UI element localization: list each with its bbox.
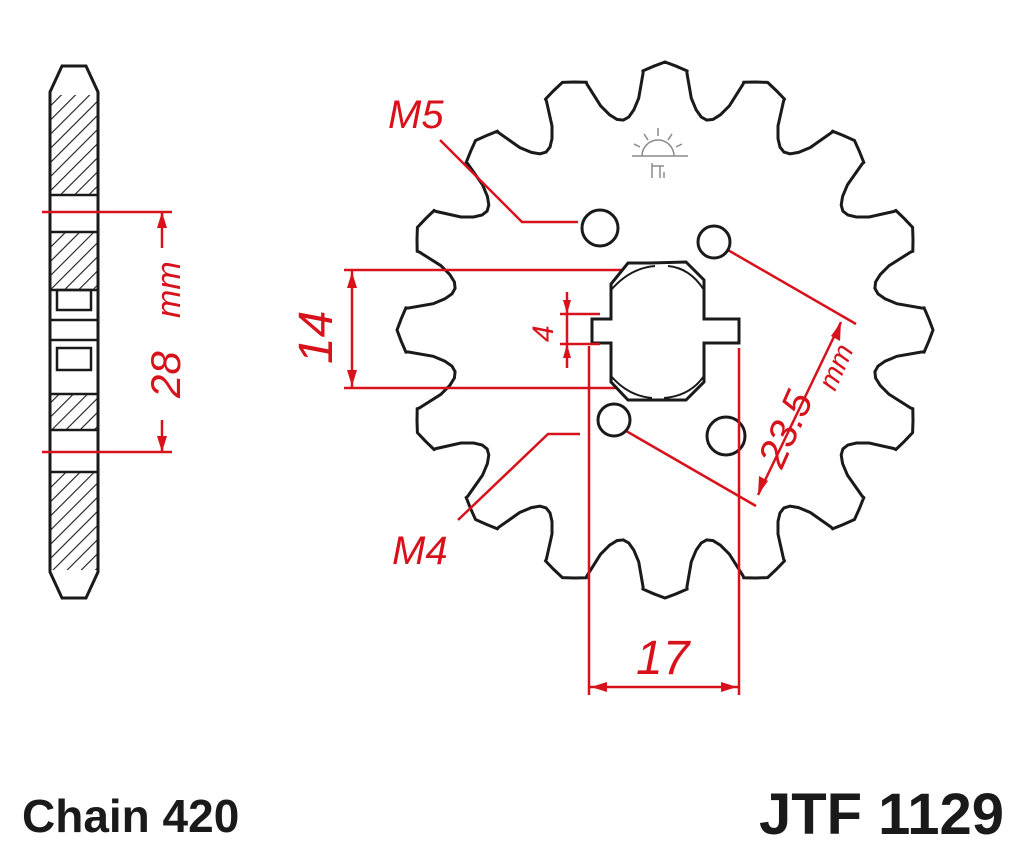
side-hatch-top	[51, 95, 97, 195]
bolt-hole-top-right	[696, 224, 732, 260]
bolt-hole-bottom-left	[596, 402, 632, 438]
m4-callout: M4	[392, 432, 580, 573]
spline-inner-arc	[610, 265, 705, 399]
spline-width-value: 17	[636, 632, 692, 685]
bolt-hole-top-left	[580, 208, 620, 248]
side-view	[48, 64, 100, 600]
spline-hole	[590, 260, 741, 402]
side-hatch-bottom	[51, 472, 97, 570]
bolt-holes	[580, 208, 747, 457]
width-value: 28	[142, 351, 189, 399]
m5-callout: M5	[388, 93, 578, 224]
side-hatch-mid-upper	[51, 232, 97, 290]
bolt-hole-bottom-right	[705, 415, 747, 457]
width-unit: mm	[150, 261, 188, 318]
spline-height-dimension: 14	[290, 268, 665, 390]
side-view-outline	[48, 64, 100, 600]
sun-logo-icon	[632, 128, 688, 178]
spline-height-value: 14	[290, 311, 343, 364]
chain-label: Chain 420	[22, 790, 239, 842]
spline-width-dimension: 17	[587, 346, 741, 695]
part-number: JTF 1129	[759, 782, 1004, 847]
side-hub-face-lower	[55, 346, 93, 372]
key-width-dimension: 4	[527, 292, 600, 368]
width-dimension: 28 mm	[42, 210, 189, 454]
side-hub-face-upper	[55, 288, 93, 312]
m5-label: M5	[388, 93, 444, 137]
m4-label: M4	[392, 529, 448, 573]
side-hatch-mid-lower	[51, 394, 97, 430]
key-width-value: 4	[527, 325, 560, 342]
